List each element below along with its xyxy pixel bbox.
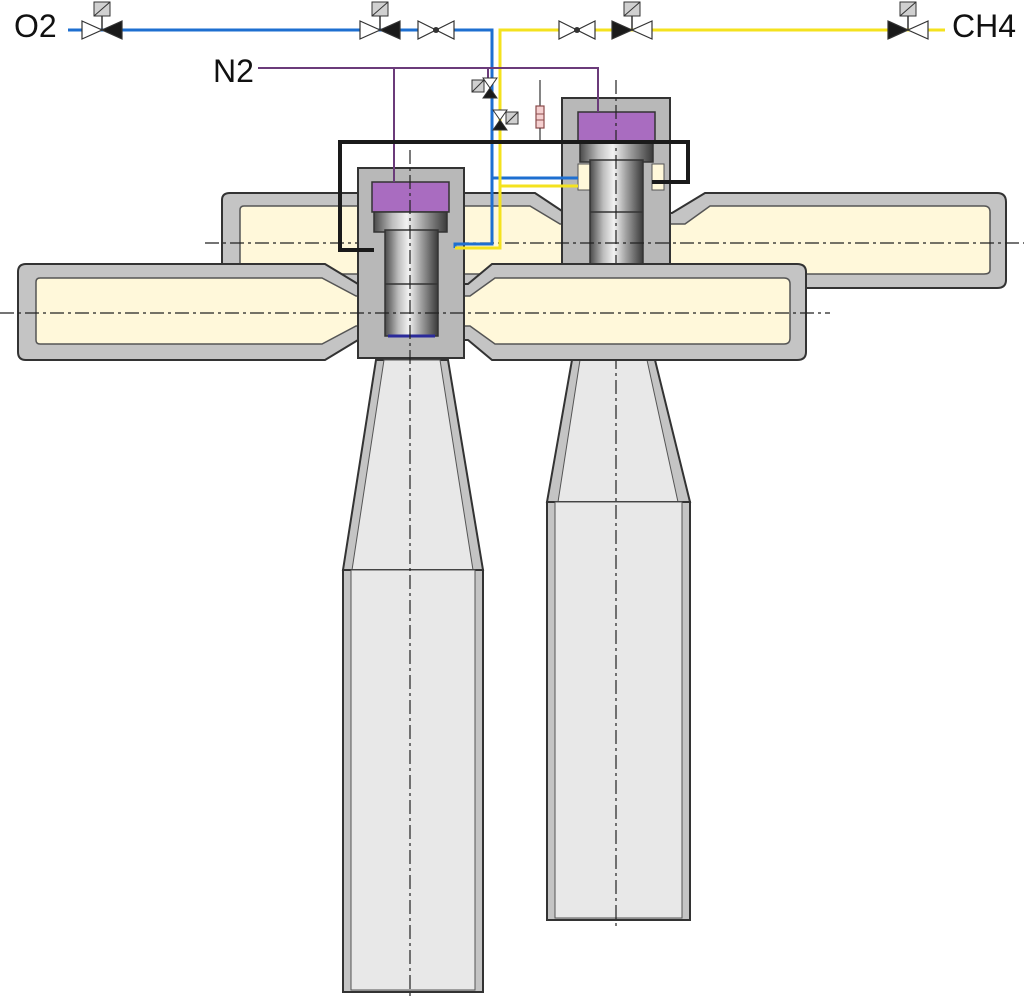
ch4-purge-valve: [492, 109, 519, 131]
front-engine: [0, 150, 830, 1000]
o2-check-valve: [417, 20, 455, 40]
ch4-control-valve: [611, 1, 653, 40]
o2-purge-valve: [471, 77, 498, 99]
back-yellow-inlet: [577, 163, 591, 191]
nitrogen-line: [258, 67, 599, 112]
o2-solenoid-valve: [81, 1, 123, 40]
back-engine: [205, 80, 1024, 930]
front-injector-cylinder: [384, 229, 439, 337]
ch4-check-valve: [558, 20, 596, 40]
spark-igniter: [535, 80, 545, 140]
back-yellow-inlet-right: [651, 163, 665, 191]
nitrogen-label: N2: [213, 53, 254, 89]
methane-label: CH4: [952, 8, 1017, 44]
ignition-loop: [338, 140, 690, 252]
ch4-solenoid-valve: [887, 1, 929, 40]
o2-control-valve: [359, 1, 401, 40]
oxygen-label: O2: [14, 8, 57, 44]
